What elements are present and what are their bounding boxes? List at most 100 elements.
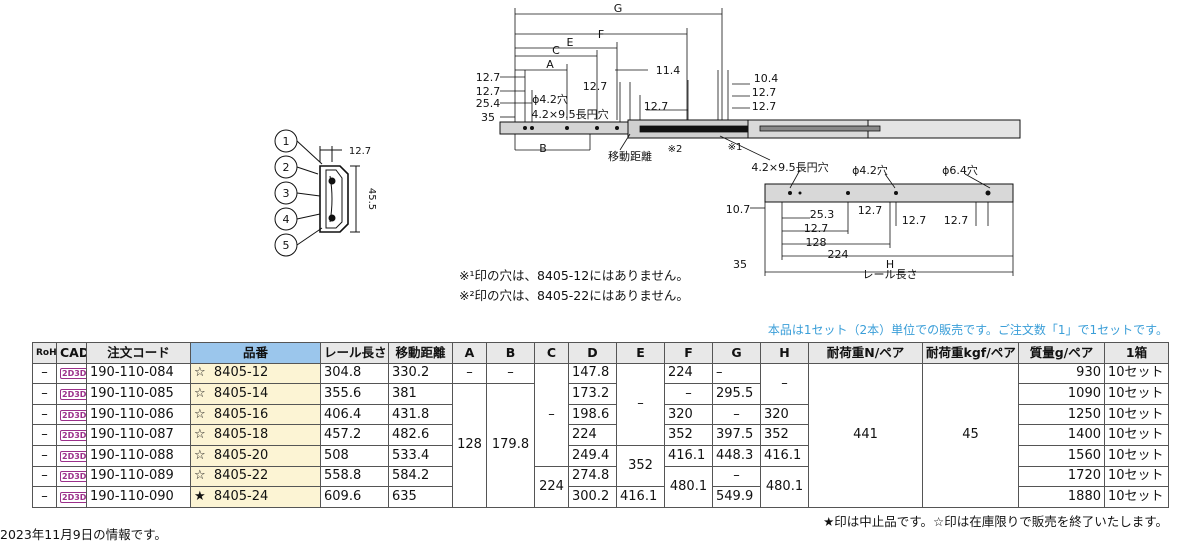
header-load-kgf: 耐荷重kgf/ペア — [922, 342, 1019, 364]
order-code-cell[interactable]: 190-110-090 — [86, 486, 191, 508]
stock-mark: ☆ — [194, 447, 206, 463]
D-cell: 224 — [568, 424, 617, 446]
part-number: 8405-14 — [213, 385, 269, 401]
header-F: F — [664, 342, 713, 364]
callout-1-label: 1 — [283, 135, 290, 148]
dim-12-7-f: 12.7 — [644, 100, 669, 113]
D-cell: 147.8 — [568, 362, 617, 385]
rohs-cell: – — [32, 486, 57, 508]
rail-length-cell: 558.8 — [320, 465, 389, 488]
header-D: D — [568, 342, 617, 364]
dim-12-7-4: 12.7 — [944, 214, 969, 227]
mark-legend-note: ★印は中止品です。☆印は在庫限りで販売を終了いたします。 — [823, 514, 1168, 529]
C-cell-merged: – — [534, 362, 569, 467]
part-number-cell: ☆ 8405-12 — [190, 362, 321, 385]
mass-cell: 1560 — [1018, 444, 1105, 467]
mark-2: ※2 — [668, 144, 683, 155]
rail-length-label: レール長さ — [863, 268, 918, 280]
hole-round-label: ϕ4.2穴 — [532, 92, 568, 106]
cad-cell[interactable]: 2D3D — [56, 362, 87, 385]
load-n-cell: 441 — [808, 362, 923, 508]
rail-length-cell: 609.6 — [320, 486, 389, 508]
cad-badge[interactable]: 2D3D — [60, 430, 87, 442]
travel-cell: 330.2 — [388, 362, 453, 385]
B-cell-merged: 179.8 — [486, 383, 535, 508]
G-cell: 397.5 — [712, 424, 761, 446]
header-part-number: 品番 — [190, 342, 321, 364]
callout-4-label: 4 — [283, 213, 290, 226]
dim-G: G — [614, 2, 623, 15]
order-code-cell[interactable]: 190-110-084 — [86, 362, 191, 385]
order-code-cell[interactable]: 190-110-088 — [86, 444, 191, 467]
H-cell-merged: – — [760, 362, 809, 405]
cad-cell[interactable]: 2D3D — [56, 444, 87, 467]
H-cell-merged-2: 480.1 — [760, 465, 809, 508]
rail-length-cell: 355.6 — [320, 383, 389, 405]
info-date: 2023年11月9日の情報です。 — [0, 527, 167, 542]
cad-badge[interactable]: 2D3D — [60, 491, 87, 503]
callout-5-label: 5 — [283, 239, 290, 252]
order-code-cell[interactable]: 190-110-086 — [86, 403, 191, 426]
G-cell: – — [712, 465, 761, 488]
mass-cell: 1880 — [1018, 486, 1105, 508]
box-cell: 10セット — [1104, 424, 1169, 446]
cad-badge[interactable]: 2D3D — [60, 409, 87, 421]
cad-cell[interactable]: 2D3D — [56, 486, 87, 508]
header-rail-length: レール長さ — [320, 342, 389, 364]
order-code-cell[interactable]: 190-110-087 — [86, 424, 191, 446]
table-row: – 2D3D 190-110-088 ☆ 8405-20 508 533.4 2… — [32, 444, 1169, 488]
table-row: – 2D3D 190-110-086 ☆ 8405-16 406.4 431.8… — [32, 403, 1169, 426]
cad-cell[interactable]: 2D3D — [56, 403, 87, 426]
cad-cell[interactable]: 2D3D — [56, 424, 87, 446]
D-cell: 274.8 — [568, 465, 617, 488]
cad-cell[interactable]: 2D3D — [56, 383, 87, 405]
part-number-cell: ☆ 8405-18 — [190, 424, 321, 446]
D-cell: 198.6 — [568, 403, 617, 426]
box-cell: 10セット — [1104, 383, 1169, 405]
D-cell: 300.2 — [568, 486, 617, 508]
order-code-cell[interactable]: 190-110-089 — [86, 465, 191, 488]
bottom-view-drawing: 4.2×9.5長円穴 ϕ4.2穴 ϕ6.4穴 10.7 25.3 12.7 12… — [726, 160, 1014, 280]
box-cell: 10セット — [1104, 465, 1169, 488]
A-cell-merged: 128 — [452, 383, 487, 508]
hole-6-4-label: ϕ6.4穴 — [942, 163, 978, 177]
sale-unit-note: 本品は1セット（2本）単位での販売です。ご注文数「1」で1セットです。 — [767, 323, 1168, 337]
part-number-cell: ☆ 8405-14 — [190, 383, 321, 405]
mass-cell: 1250 — [1018, 403, 1105, 426]
H-cell: 416.1 — [760, 444, 809, 467]
travel-cell: 584.2 — [388, 465, 453, 488]
stock-mark: ☆ — [194, 468, 206, 484]
dim-12-7-e: 12.7 — [752, 100, 777, 113]
header-mass: 質量g/ペア — [1018, 342, 1105, 364]
rohs-cell: – — [32, 444, 57, 467]
stock-mark: ☆ — [194, 427, 206, 443]
cad-badge[interactable]: 2D3D — [60, 450, 87, 462]
rail-length-cell: 508 — [320, 444, 389, 467]
table-row: – 2D3D 190-110-085 ☆ 8405-14 355.6 381 1… — [32, 383, 1169, 508]
header-travel: 移動距離 — [388, 342, 453, 364]
dim-224: 224 — [828, 248, 849, 261]
cad-badge[interactable]: 2D3D — [60, 471, 87, 483]
cad-badge[interactable]: 2D3D — [60, 368, 87, 380]
header-E: E — [616, 342, 665, 364]
G-cell: 549.9 — [712, 486, 761, 508]
order-code-cell[interactable]: 190-110-085 — [86, 383, 191, 405]
cross-section-drawing: 1 2 3 4 5 12.7 45.5 — [274, 129, 377, 257]
cad-cell[interactable]: 2D3D — [56, 465, 87, 488]
part-number: 8405-12 — [213, 365, 269, 381]
table-row: – 2D3D 190-110-090 ★ 8405-24 609.6 635 3… — [32, 486, 1169, 508]
stock-mark: ☆ — [194, 406, 206, 422]
G-cell: 448.3 — [712, 444, 761, 467]
hole-notes: ※¹印の穴は、8405-12にはありません。 ※²印の穴は、8405-22にはあ… — [459, 266, 689, 306]
part-number-cell: ☆ 8405-20 — [190, 444, 321, 467]
dim-12-7-3: 12.7 — [902, 214, 927, 227]
B-cell: – — [486, 362, 535, 385]
cad-badge[interactable]: 2D3D — [60, 388, 87, 400]
header-C: C — [534, 342, 569, 364]
dim-F: F — [598, 28, 604, 41]
box-cell: 10セット — [1104, 486, 1169, 508]
header-G: G — [712, 342, 761, 364]
travel-cell: 381 — [388, 383, 453, 405]
table-row: – 2D3D 190-110-084 ☆ 8405-12 304.8 330.2… — [32, 362, 1169, 508]
travel-cell: 482.6 — [388, 424, 453, 446]
